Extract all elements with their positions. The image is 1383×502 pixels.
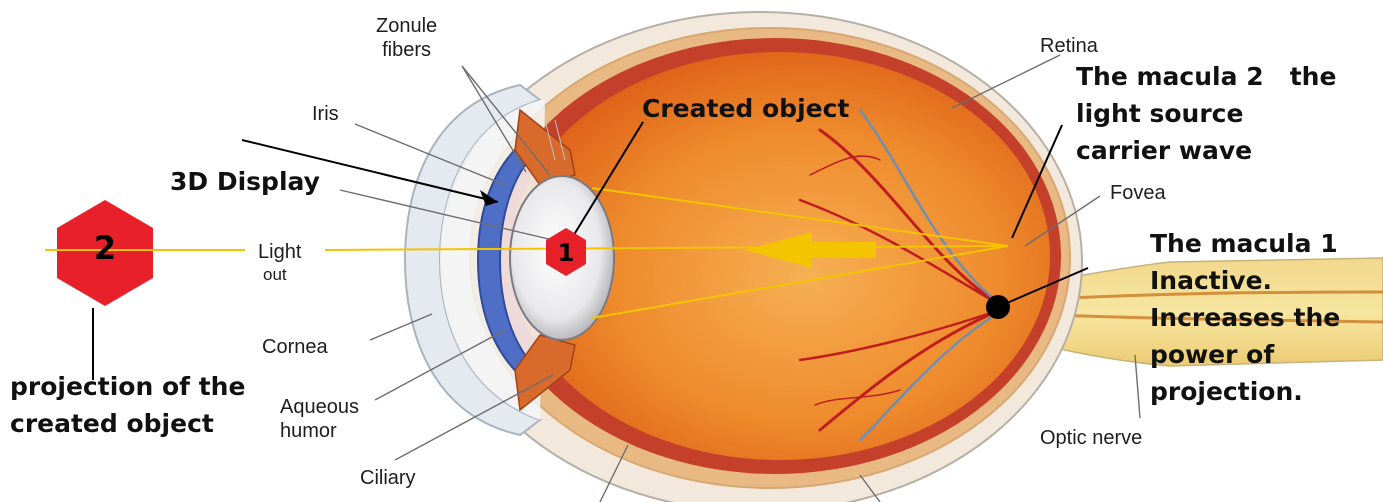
iris-label: Iris: [312, 102, 339, 126]
projection-annotation: projection of the created object: [10, 368, 245, 442]
hexagon-1-number: 1: [553, 238, 579, 268]
zonule-fibers-label: Zonule fibers: [376, 14, 437, 62]
out-label: out: [263, 266, 287, 284]
cornea-label: Cornea: [262, 335, 328, 359]
hexagon-2-number: 2: [85, 228, 125, 268]
macula-2-annotation: The macula 2 the light source carrier wa…: [1076, 58, 1336, 169]
aqueous-humor-label: Aqueous humor: [280, 395, 359, 443]
created-object-annotation: Created object: [642, 90, 849, 127]
macula-1-annotation: The macula 1 Inactive. Increases the pow…: [1150, 225, 1340, 410]
ciliary-label: Ciliary: [360, 466, 416, 490]
light-label: Light: [258, 240, 301, 264]
optic-nerve-label: Optic nerve: [1040, 426, 1142, 450]
3d-display-annotation: 3D Display: [170, 163, 320, 200]
fovea-label: Fovea: [1110, 181, 1166, 205]
macula-1-dot: [986, 295, 1010, 319]
retina-label: Retina: [1040, 34, 1098, 58]
